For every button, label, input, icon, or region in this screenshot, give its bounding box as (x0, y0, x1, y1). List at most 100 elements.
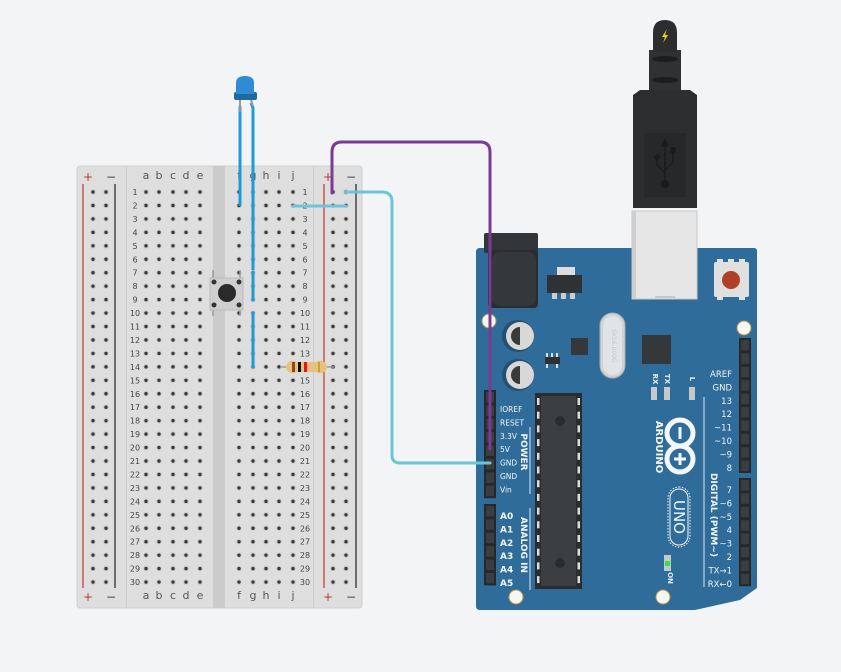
rail-hole[interactable] (330, 229, 336, 236)
breadboard-hole[interactable] (170, 377, 176, 383)
breadboard-hole[interactable] (170, 498, 176, 505)
breadboard-hole[interactable] (263, 202, 269, 209)
breadboard-hole[interactable] (276, 202, 282, 209)
rail-hole[interactable] (343, 471, 349, 478)
rail-hole[interactable] (103, 417, 109, 424)
breadboard-hole[interactable] (276, 283, 282, 289)
breadboard-hole[interactable] (183, 296, 189, 303)
breadboard-hole[interactable] (276, 579, 282, 585)
breadboard-hole[interactable] (263, 283, 269, 289)
rail-hole[interactable] (90, 310, 96, 316)
breadboard-hole[interactable] (290, 189, 296, 195)
rail-hole[interactable] (103, 471, 109, 478)
breadboard-hole[interactable] (156, 391, 162, 397)
breadboard-hole[interactable] (290, 270, 296, 276)
breadboard-hole[interactable] (290, 296, 296, 303)
rail-hole[interactable] (330, 243, 336, 249)
header-pin[interactable] (741, 560, 749, 571)
rail-hole[interactable] (343, 417, 349, 424)
rail-hole[interactable] (103, 539, 109, 545)
rail-hole[interactable] (343, 243, 349, 249)
breadboard-hole[interactable] (276, 337, 282, 343)
pushbutton[interactable] (209, 270, 244, 316)
breadboard-hole[interactable] (263, 565, 269, 572)
header-pin[interactable] (741, 460, 749, 471)
breadboard-hole[interactable] (197, 417, 203, 424)
breadboard-hole[interactable] (143, 243, 149, 249)
breadboard-hole[interactable] (250, 579, 256, 585)
rail-hole[interactable] (343, 552, 349, 558)
breadboard-hole[interactable] (290, 377, 296, 383)
breadboard-hole[interactable] (156, 512, 162, 518)
breadboard-hole[interactable] (170, 417, 176, 424)
breadboard-hole[interactable] (156, 216, 162, 222)
breadboard-hole[interactable] (170, 552, 176, 558)
breadboard-hole[interactable] (183, 189, 189, 195)
breadboard-hole[interactable] (183, 525, 189, 531)
breadboard-hole[interactable] (156, 579, 162, 585)
breadboard-hole[interactable] (156, 565, 162, 572)
breadboard-hole[interactable] (183, 498, 189, 505)
breadboard-hole[interactable] (156, 283, 162, 289)
breadboard-hole[interactable] (250, 512, 256, 518)
breadboard-hole[interactable] (263, 270, 269, 276)
rail-hole[interactable] (343, 256, 349, 262)
breadboard-hole[interactable] (250, 377, 256, 383)
breadboard-hole[interactable] (170, 337, 176, 343)
breadboard-hole[interactable] (183, 471, 189, 478)
breadboard-hole[interactable] (197, 377, 203, 383)
breadboard-hole[interactable] (197, 256, 203, 262)
resistor[interactable] (280, 360, 334, 374)
breadboard-hole[interactable] (143, 485, 149, 491)
breadboard-hole[interactable] (276, 391, 282, 397)
breadboard-hole[interactable] (170, 229, 176, 236)
rail-hole[interactable] (90, 216, 96, 222)
rail-hole[interactable] (330, 337, 336, 343)
header-pin[interactable] (741, 520, 749, 531)
breadboard-hole[interactable] (183, 350, 189, 357)
rail-hole[interactable] (330, 216, 336, 222)
rail-hole[interactable] (90, 323, 96, 330)
breadboard-hole[interactable] (156, 310, 162, 316)
breadboard-hole[interactable] (263, 458, 269, 464)
header-pin[interactable] (486, 485, 494, 497)
breadboard-hole[interactable] (170, 579, 176, 585)
rail-hole[interactable] (90, 337, 96, 343)
breadboard-hole[interactable] (250, 498, 256, 505)
rail-hole[interactable] (330, 431, 336, 437)
rail-hole[interactable] (103, 202, 109, 209)
breadboard-hole[interactable] (143, 512, 149, 518)
rail-hole[interactable] (103, 565, 109, 572)
breadboard-hole[interactable] (263, 310, 269, 316)
breadboard-hole[interactable] (197, 364, 203, 370)
breadboard-hole[interactable] (236, 404, 242, 410)
breadboard-hole[interactable] (236, 498, 242, 505)
rail-hole[interactable] (103, 350, 109, 357)
breadboard-hole[interactable] (236, 539, 242, 545)
rail-hole[interactable] (343, 350, 349, 357)
breadboard-hole[interactable] (143, 364, 149, 370)
breadboard-hole[interactable] (143, 539, 149, 545)
breadboard-hole[interactable] (250, 417, 256, 424)
breadboard-hole[interactable] (143, 431, 149, 437)
breadboard-hole[interactable] (276, 444, 282, 451)
rail-hole[interactable] (90, 431, 96, 437)
header-pin[interactable] (741, 366, 749, 378)
rail-hole[interactable] (103, 431, 109, 437)
breadboard-hole[interactable] (236, 485, 242, 491)
rail-hole[interactable] (90, 243, 96, 249)
rail-hole[interactable] (103, 444, 109, 451)
breadboard-hole[interactable] (183, 310, 189, 316)
breadboard-hole[interactable] (276, 256, 282, 262)
breadboard-hole[interactable] (170, 350, 176, 357)
breadboard-hole[interactable] (290, 565, 296, 572)
breadboard-hole[interactable] (156, 189, 162, 195)
rail-hole[interactable] (330, 256, 336, 262)
breadboard-hole[interactable] (170, 525, 176, 531)
breadboard-hole[interactable] (290, 498, 296, 505)
rail-hole[interactable] (330, 525, 336, 531)
breadboard-hole[interactable] (156, 458, 162, 464)
breadboard-hole[interactable] (236, 243, 242, 249)
breadboard-hole[interactable] (236, 364, 242, 370)
